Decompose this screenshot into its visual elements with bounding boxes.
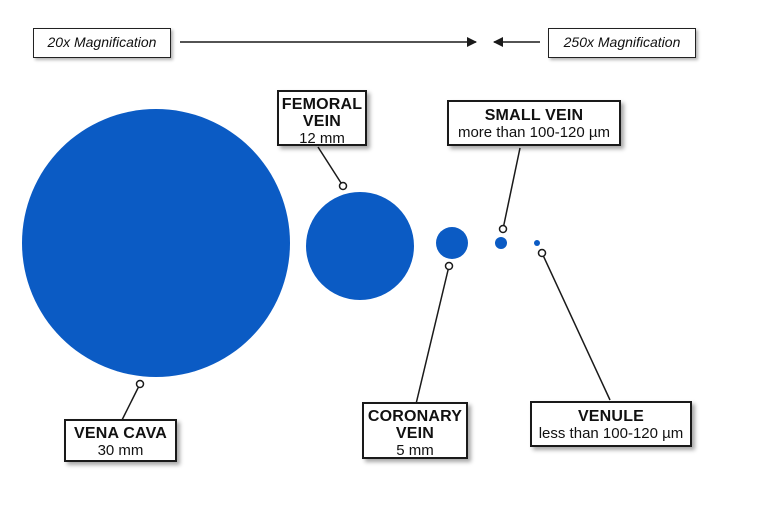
venule-size: less than 100-120 µm <box>538 424 684 442</box>
vena-cava-circle <box>22 109 290 377</box>
vena-cava-name: VENA CAVA <box>73 425 168 442</box>
femoral-vein-label: FEMORAL VEIN 12 mm <box>277 90 367 146</box>
coronary-vein-label: CORONARY VEIN 5 mm <box>362 402 468 459</box>
femoral-vein-name: FEMORAL VEIN <box>281 96 363 130</box>
femoral-vein-leader <box>317 146 344 187</box>
small-vein-leader <box>502 147 521 230</box>
vena-cava-leader <box>121 383 141 421</box>
small-vein-name: SMALL VEIN <box>484 107 584 124</box>
femoral-vein-size: 12 mm <box>299 129 345 147</box>
coronary-vein-size: 5 mm <box>396 441 434 459</box>
vena-cava-leader-dot <box>135 379 145 389</box>
small-vein-circle <box>495 237 507 249</box>
magnification-250x-label: 250x Magnification <box>548 28 696 58</box>
venule-label: VENULE less than 100-120 µm <box>530 401 692 447</box>
venule-circle <box>534 240 540 246</box>
small-vein-size: more than 100-120 µm <box>457 123 611 141</box>
femoral-vein-leader-dot <box>338 181 348 191</box>
small-vein-label: SMALL VEIN more than 100-120 µm <box>447 100 621 146</box>
magnification-20x-label: 20x Magnification <box>33 28 171 58</box>
femoral-vein-circle <box>306 192 414 300</box>
coronary-vein-name: CORONARY VEIN <box>367 408 463 442</box>
venule-leader <box>541 252 611 401</box>
venule-name: VENULE <box>577 408 645 425</box>
coronary-vein-circle <box>436 227 468 259</box>
vena-cava-label: VENA CAVA 30 mm <box>64 419 177 462</box>
venule-leader-dot <box>537 248 547 258</box>
coronary-vein-leader-dot <box>444 261 454 271</box>
small-vein-leader-dot <box>498 224 508 234</box>
coronary-vein-leader <box>415 265 450 405</box>
vena-cava-size: 30 mm <box>97 441 144 459</box>
